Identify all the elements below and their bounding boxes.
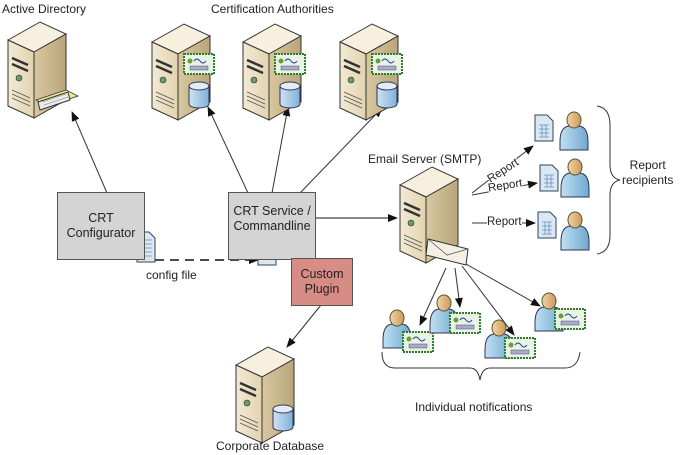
report-arrow-label-3: Report <box>487 216 522 228</box>
ca-server-2-icon <box>241 22 306 122</box>
connector-configurator-to-ad <box>71 111 108 194</box>
certification-authorities-label: Certification Authorities <box>211 2 334 16</box>
config-file-label: config file <box>146 268 197 282</box>
active-directory-label: Active Directory <box>2 2 87 16</box>
crt-service-line2: Commandline <box>233 219 311 233</box>
report-recipient-icon-2 <box>560 158 590 198</box>
active-directory-server-icon <box>6 20 80 120</box>
report-recipients-line2: recipients <box>622 173 674 187</box>
custom-plugin-line2: Plugin <box>304 282 340 296</box>
corporate-database-label: Corporate Database <box>216 439 325 453</box>
notification-recipient-icon-3 <box>484 319 536 359</box>
report-document-icon-1 <box>534 114 554 142</box>
report-document-icon-2 <box>539 164 559 192</box>
notification-arrow-4 <box>465 263 541 307</box>
ca-server-3-icon <box>338 22 403 122</box>
crt-configurator-line1: CRT <box>88 211 114 225</box>
crt-service-box: CRT Service /Commandline <box>228 192 316 260</box>
report-recipient-icon-3 <box>560 211 590 251</box>
report-recipients-line1: Report <box>629 158 666 172</box>
corporate-database-server-icon <box>234 345 296 445</box>
notification-arrow-1 <box>419 267 447 326</box>
crt-configurator-line2: Configurator <box>66 226 136 240</box>
report-document-icon-3 <box>537 211 557 239</box>
notification-arrow-2 <box>454 267 463 308</box>
custom-plugin-line1: Custom <box>300 267 344 281</box>
individual-notifications-label: Individual notifications <box>415 400 533 414</box>
connector-service-to-ca1 <box>207 106 249 194</box>
crt-service-line1: CRT Service / <box>233 204 311 218</box>
individual-notifications-brace <box>381 351 581 381</box>
email-server-label: Email Server (SMTP) <box>368 152 482 166</box>
notification-recipient-icon-4 <box>534 292 586 332</box>
connector-plugin-to-db <box>286 304 322 348</box>
notification-recipient-icon-1 <box>382 309 434 353</box>
notification-recipient-icon-2 <box>429 294 481 334</box>
ca-server-1-icon <box>150 22 215 122</box>
report-recipient-icon-1 <box>559 111 589 151</box>
connector-service-to-ca2 <box>271 106 291 194</box>
report-recipients-brace <box>596 105 621 255</box>
connector-service-to-ca3 <box>299 107 383 194</box>
report-recipients-label: Report recipients <box>622 158 673 188</box>
email-server-icon <box>398 165 469 266</box>
